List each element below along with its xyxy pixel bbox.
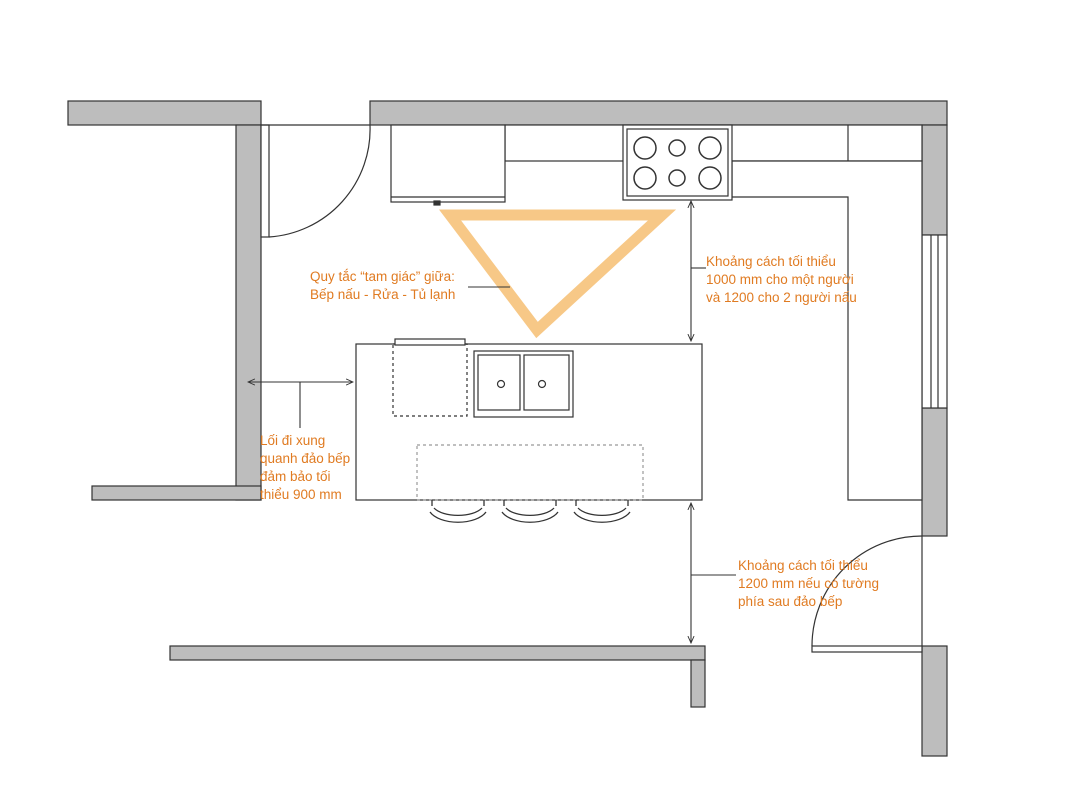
- wall-top-main: [369, 100, 948, 126]
- window-right: [921, 234, 948, 409]
- clearance-bottom-note: Khoảng cách tối thiểu 1200 mm nếu có tườ…: [738, 558, 879, 609]
- clearance-top-note: Khoảng cách tối thiểu 1000 mm cho một ng…: [706, 254, 857, 305]
- wall-bottom: [169, 645, 706, 661]
- wall-bottom-jamb: [690, 659, 706, 708]
- stove-burners: [633, 136, 722, 190]
- door-top-left: [260, 124, 371, 238]
- kitchen-island: [355, 338, 703, 501]
- wall-left-jamb: [235, 124, 262, 501]
- work-triangle: [438, 209, 677, 339]
- wall-right-mid: [921, 407, 948, 537]
- wall-left-bottom: [91, 485, 262, 501]
- dimension-lines: [248, 201, 736, 643]
- counter-right-run: [731, 160, 923, 501]
- triangle-rule-note: Quy tắc “tam giác” giữa: Bếp nấu - Rửa -…: [310, 269, 456, 302]
- door-bottom-right: [811, 535, 923, 653]
- wall-top-left: [67, 100, 262, 126]
- walkway-note: Lối đi xung quanh đảo bếp đảm bảo tối th…: [260, 433, 351, 502]
- wall-right-upper: [921, 124, 948, 236]
- wall-right-lower: [921, 645, 948, 757]
- fridge: [390, 124, 506, 203]
- bar-stools: [429, 500, 631, 523]
- walls: [67, 100, 948, 757]
